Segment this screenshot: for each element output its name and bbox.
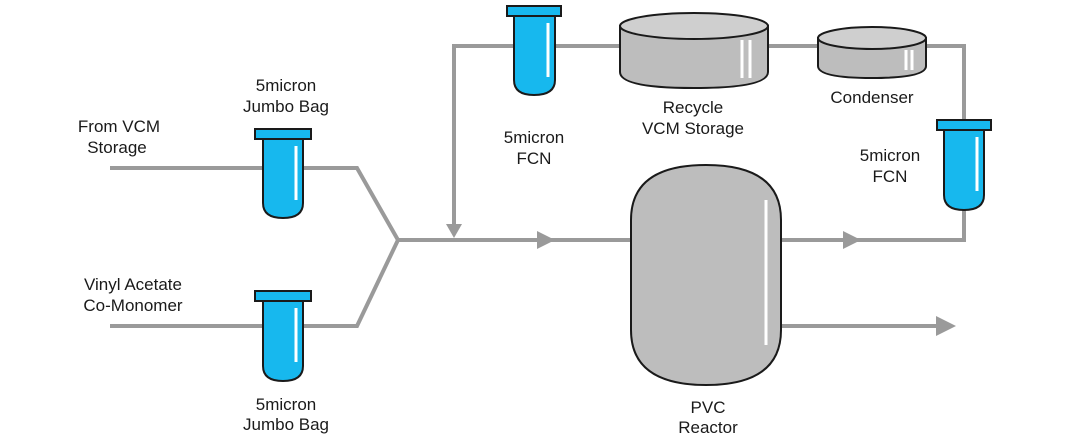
vinyl-feed-pipe [110, 239, 400, 328]
recycle-down-arrow [446, 224, 462, 238]
vinyl-acetate-label-line2: Co-Monomer [83, 296, 183, 315]
jumbo-bag-bottom-label-line2: Jumbo Bag [243, 415, 329, 434]
pvc-reactor-label-line1: PVC [691, 398, 726, 417]
recycle-vcm-label-line2: VCM Storage [642, 119, 744, 138]
fcn-left-label-line1: 5micron [504, 128, 564, 147]
feed-flow-arrow [537, 231, 555, 249]
pvc-reactor-vessel [630, 163, 782, 387]
fcn-right-label-line2: FCN [873, 167, 908, 186]
jumbo-bag-bottom-label-line1: 5micron [256, 395, 316, 414]
fcn-left-label-line2: FCN [517, 149, 552, 168]
from-vcm-label-line1: From VCM [78, 117, 160, 136]
jumbo-bag-filter-bottom [254, 290, 312, 383]
recycle-vcm-storage-tank [619, 12, 769, 90]
fcn-right-label-line1: 5micron [860, 146, 920, 165]
outlet-flow-arrow [936, 316, 956, 336]
reactor-vent-pipe [780, 206, 966, 242]
jumbo-bag-filter-top [254, 128, 312, 220]
vcm-feed-pipe [110, 166, 400, 241]
pvc-reactor-label-line2: Reactor [678, 418, 738, 437]
vinyl-acetate-label-line1: Vinyl Acetate [84, 275, 182, 294]
condenser-label: Condenser [830, 88, 914, 107]
condenser-tank [817, 26, 927, 80]
jumbo-bag-top-label-line1: 5micron [256, 76, 316, 95]
fcn-filter-right [936, 119, 992, 212]
recycle-vcm-label-line1: Recycle [663, 98, 723, 117]
jumbo-bag-top-label-line2: Jumbo Bag [243, 97, 329, 116]
fcn-filter-left [506, 5, 562, 97]
from-vcm-label-line2: Storage [87, 138, 147, 157]
vent-flow-arrow [843, 231, 861, 249]
